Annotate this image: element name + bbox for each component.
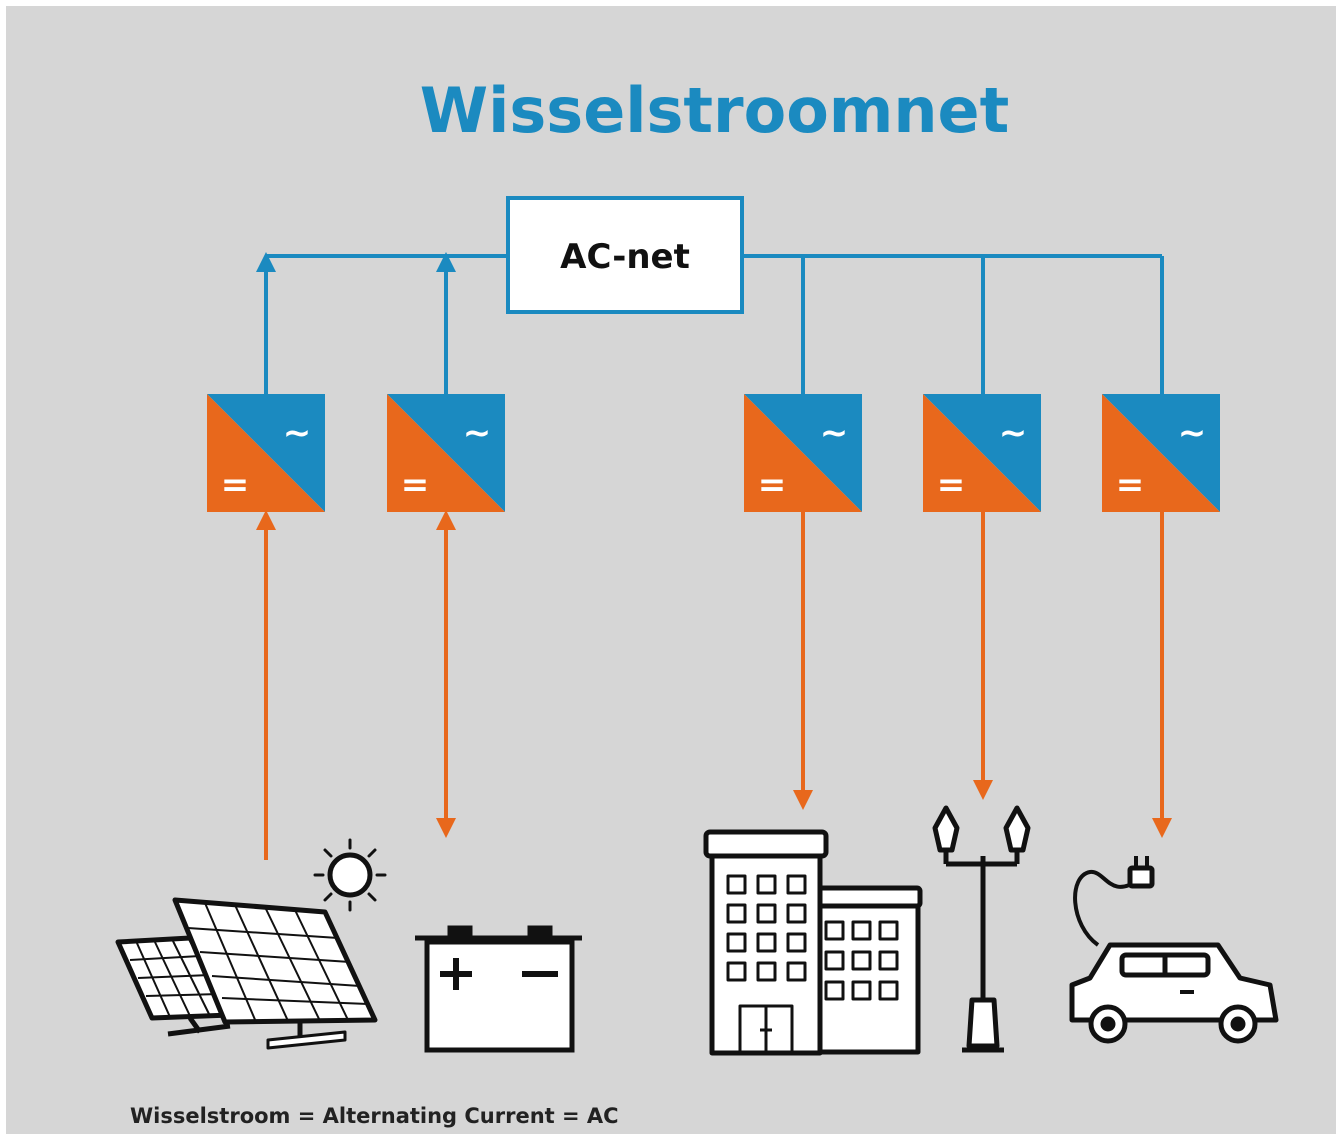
converter-dc-symbol: = — [937, 465, 966, 505]
ac-net-label: AC-net — [560, 237, 690, 277]
converter-ac-symbol: ~ — [283, 413, 312, 453]
converter-ac-symbol: ~ — [463, 413, 492, 453]
solar-panel-icon — [115, 838, 387, 1050]
converter-dc-symbol: = — [401, 465, 430, 505]
converter-lamp: ~ = — [923, 394, 1041, 512]
ac-net-hub: AC-net — [506, 196, 744, 314]
converter-building: ~ = — [744, 394, 862, 512]
converter-ac-symbol: ~ — [820, 413, 849, 453]
caption: Wisselstroom = Alternating Current = AC — [130, 1104, 619, 1128]
converter-dc-symbol: = — [758, 465, 787, 505]
ac-bus — [256, 252, 1164, 394]
converter-battery: ~ = — [387, 394, 505, 512]
converter-ac-symbol: ~ — [999, 413, 1028, 453]
dc-lines — [256, 510, 1172, 860]
building-icon — [703, 829, 923, 1056]
electric-car-icon — [1069, 856, 1279, 1044]
converter-car: ~ = — [1102, 394, 1220, 512]
converter-dc-symbol: = — [1116, 465, 1145, 505]
converter-dc-symbol: = — [221, 465, 250, 505]
converter-solar: ~ = — [207, 394, 325, 512]
battery-icon — [415, 925, 582, 1053]
street-lamp-icon — [932, 805, 1031, 1053]
diagram-title: Wisselstroomnet — [419, 74, 1010, 147]
converter-ac-symbol: ~ — [1178, 413, 1207, 453]
